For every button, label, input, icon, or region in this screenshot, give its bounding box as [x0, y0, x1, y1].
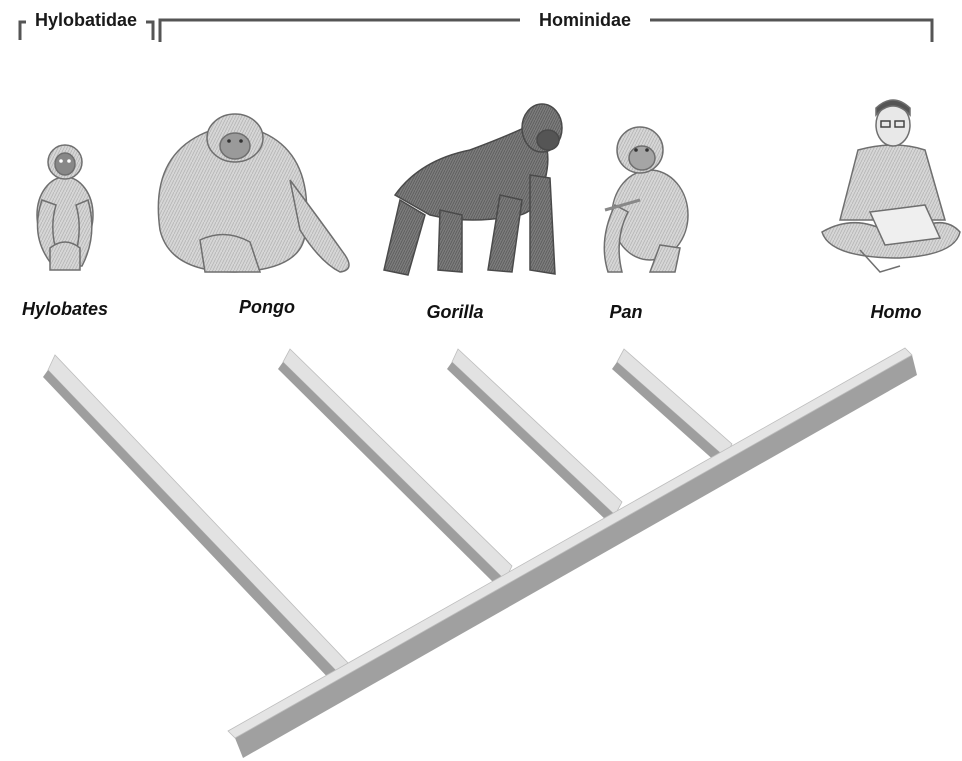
- orangutan-illustration: [158, 114, 349, 272]
- genus-label-pan: Pan: [609, 302, 642, 322]
- genus-label-pongo: Pongo: [239, 297, 295, 317]
- branch-hylobates: [43, 355, 350, 685]
- branch-gorilla: [447, 349, 622, 521]
- family-label-hominidae: Hominidae: [539, 10, 631, 30]
- gorilla-illustration: [384, 104, 562, 275]
- gibbon-illustration: [37, 145, 93, 270]
- chimpanzee-illustration: [604, 127, 688, 272]
- branch-pan: [612, 349, 732, 463]
- genus-label-hylobates: Hylobates: [22, 299, 108, 319]
- genus-label-gorilla: Gorilla: [426, 302, 483, 322]
- human-illustration: [822, 100, 960, 272]
- cladogram-tree: [43, 348, 917, 758]
- family-label-hylobatidae: Hylobatidae: [35, 10, 137, 30]
- genus-label-homo: Homo: [871, 302, 922, 322]
